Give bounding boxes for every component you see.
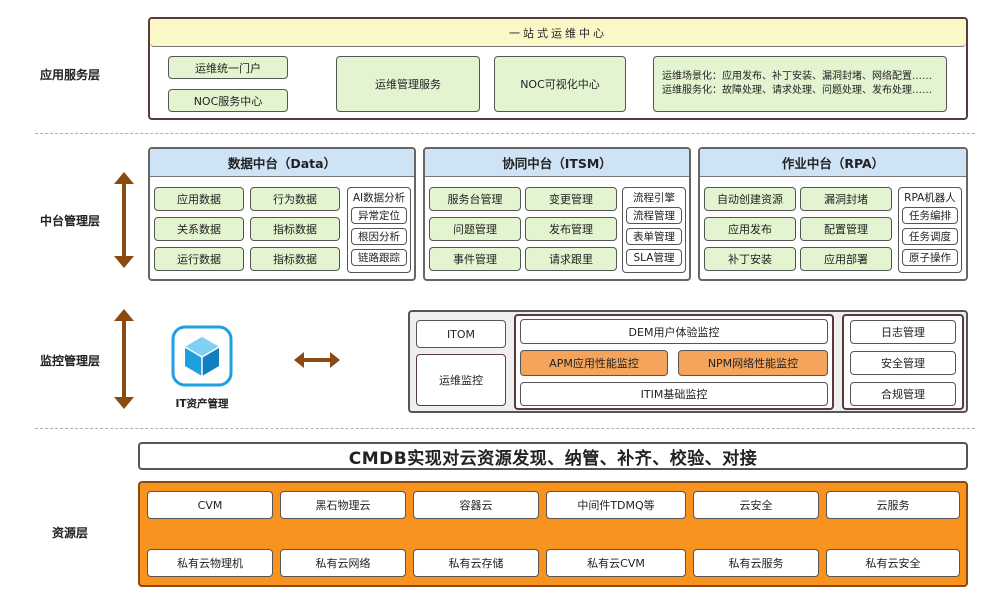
rpa-item-5: 补丁安装 [704, 247, 796, 271]
itsm-platform-title: 协同中台（ITSM） [425, 149, 689, 177]
resource-row1-item-1: CVM [147, 491, 273, 519]
it-asset-label: IT资产管理 [175, 398, 229, 410]
scenario-line-2: 运维服务化：故障处理、请求处理、问题处理、发布处理…… [662, 85, 932, 96]
data-item-2: 行为数据 [250, 187, 340, 211]
portal-box: 运维统一门户 [168, 56, 288, 79]
resource-row1-item-4: 中间件TDMQ等 [546, 491, 686, 519]
itim-box: ITIM基础监控 [520, 382, 828, 406]
data-item-3: 关系数据 [154, 217, 244, 241]
dem-box: DEM用户体验监控 [520, 319, 828, 344]
separator-top [35, 133, 975, 134]
one-stop-ops-banner: 一站式运维中心 [150, 19, 966, 47]
monitor-panel: ITOM 运维监控 DEM用户体验监控 APM应用性能监控 NPM网络性能监控 … [408, 310, 968, 413]
npm-box: NPM网络性能监控 [678, 350, 828, 376]
ops-management-service-box: 运维管理服务 [336, 56, 480, 112]
monitor-layer-arrow [114, 309, 134, 409]
data-item-5: 运行数据 [154, 247, 244, 271]
resource-panel: CVM 黑石物理云 容器云 中间件TDMQ等 云安全 云服务 私有云物理机 私有… [138, 481, 968, 587]
resource-row2-item-1: 私有云物理机 [147, 549, 273, 577]
monitor-center-group: DEM用户体验监控 APM应用性能监控 NPM网络性能监控 ITIM基础监控 [514, 314, 834, 410]
resource-row2-item-6: 私有云安全 [826, 549, 960, 577]
data-item-4: 指标数据 [250, 217, 340, 241]
resource-row2-item-3: 私有云存储 [413, 549, 539, 577]
ai-side-item-2: 根因分析 [351, 228, 407, 245]
resource-row2-item-5: 私有云服务 [693, 549, 819, 577]
data-item-6: 指标数据 [250, 247, 340, 271]
log-management-box: 日志管理 [850, 320, 956, 344]
itsm-side-item-3: SLA管理 [626, 249, 682, 266]
rpa-platform-title: 作业中台（RPA） [700, 149, 966, 177]
cmdb-banner: CMDB实现对云资源发现、纳管、补齐、校验、对接 [138, 442, 968, 470]
noc-service-center-box: NOC服务中心 [168, 89, 288, 112]
itsm-platform-panel: 协同中台（ITSM） 服务台管理 变更管理 问题管理 发布管理 事件管理 请求跟… [423, 147, 691, 281]
data-platform-panel: 数据中台（Data） 应用数据 行为数据 关系数据 指标数据 运行数据 指标数据… [148, 147, 416, 281]
monitor-right-group: 日志管理 安全管理 合规管理 [842, 314, 964, 410]
itsm-item-5: 事件管理 [429, 247, 521, 271]
rpa-item-4: 配置管理 [800, 217, 892, 241]
resource-row1-item-2: 黑石物理云 [280, 491, 406, 519]
process-engine-title: 流程引擎 [633, 192, 675, 204]
app-layer-panel: 一站式运维中心 运维统一门户 NOC服务中心 运维管理服务 NOC可视化中心 运… [148, 17, 968, 120]
ops-monitor-box: 运维监控 [416, 354, 506, 406]
layer-label-monitor: 监控管理层 [40, 354, 101, 368]
rpa-platform-panel: 作业中台（RPA） 自动创建资源 漏洞封堵 应用发布 配置管理 补丁安装 应用部… [698, 147, 968, 281]
itsm-item-3: 问题管理 [429, 217, 521, 241]
monitor-horizontal-arrow [294, 352, 340, 368]
separator-bottom [35, 428, 975, 429]
rpa-item-1: 自动创建资源 [704, 187, 796, 211]
rpa-item-2: 漏洞封堵 [800, 187, 892, 211]
ai-side-item-1: 异常定位 [351, 207, 407, 224]
itom-box: ITOM [416, 320, 506, 348]
security-management-box: 安全管理 [850, 351, 956, 375]
data-platform-title: 数据中台（Data） [150, 149, 414, 177]
noc-visualization-box: NOC可视化中心 [494, 56, 626, 112]
resource-row1-item-5: 云安全 [693, 491, 819, 519]
itsm-item-6: 请求跟里 [525, 247, 617, 271]
itsm-side-item-1: 流程管理 [626, 207, 682, 224]
ai-side-item-3: 链路跟踪 [351, 249, 407, 266]
layer-label-mid: 中台管理层 [40, 214, 101, 228]
compliance-management-box: 合规管理 [850, 382, 956, 406]
cube-icon [171, 325, 233, 387]
rpa-item-6: 应用部署 [800, 247, 892, 271]
rpa-side-item-3: 原子操作 [902, 249, 958, 266]
resource-row2-item-2: 私有云网络 [280, 549, 406, 577]
itsm-side-item-2: 表单管理 [626, 228, 682, 245]
rpa-robot-title: RPA机器人 [904, 192, 956, 204]
resource-row1-item-6: 云服务 [826, 491, 960, 519]
scenario-line-1: 运维场景化：应用发布、补丁安装、漏洞封堵、网络配置…… [662, 71, 932, 82]
layer-label-resource: 资源层 [52, 526, 89, 540]
ops-scenario-box: 运维场景化：应用发布、补丁安装、漏洞封堵、网络配置…… 运维服务化：故障处理、请… [653, 56, 947, 112]
apm-box: APM应用性能监控 [520, 350, 668, 376]
mid-layer-arrow [114, 172, 134, 268]
rpa-side-item-2: 任务调度 [902, 228, 958, 245]
layer-label-app: 应用服务层 [40, 68, 101, 82]
ai-analysis-title: AI数据分析 [352, 192, 406, 204]
rpa-item-3: 应用发布 [704, 217, 796, 241]
itsm-item-2: 变更管理 [525, 187, 617, 211]
itsm-item-4: 发布管理 [525, 217, 617, 241]
resource-row1-item-3: 容器云 [413, 491, 539, 519]
resource-row2-item-4: 私有云CVM [546, 549, 686, 577]
rpa-side-item-1: 任务编排 [902, 207, 958, 224]
itsm-item-1: 服务台管理 [429, 187, 521, 211]
data-item-1: 应用数据 [154, 187, 244, 211]
